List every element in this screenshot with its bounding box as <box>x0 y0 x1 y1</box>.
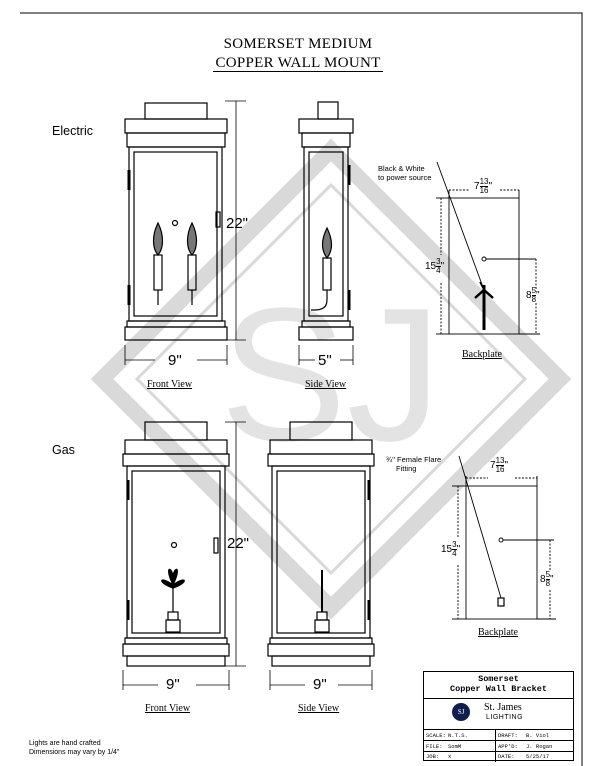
electric-front-view <box>124 102 228 341</box>
electric-bp-mount-den: 8 <box>531 295 537 304</box>
job-value: x <box>448 753 452 760</box>
gas-bp-width-den: 16 <box>495 465 505 474</box>
electric-bp-width-whole: 7 <box>474 181 480 193</box>
gas-bp-width-whole: 7 <box>490 460 496 472</box>
electric-bp-mount-num: 5 <box>531 286 537 296</box>
gas-bp-mount-num: 5 <box>545 570 551 580</box>
scale-label: SCALE: <box>426 732 446 739</box>
sheet-title-line1: SOMERSET MEDIUM <box>223 36 373 52</box>
gas-backplate-caption: Backplate <box>478 627 518 638</box>
electric-front-caption: Front View <box>147 379 193 390</box>
sheet-border <box>20 12 583 766</box>
draft-value: B. Viol <box>526 732 550 739</box>
gas-bp-height-num: 3 <box>452 540 457 550</box>
electric-front-width-dim: 9" <box>168 352 182 369</box>
job-label: JOB: <box>426 753 440 760</box>
gas-bp-mount-whole: 8 <box>540 574 546 586</box>
file-label: FILE: <box>426 743 443 750</box>
footer-note-line2: Dimensions may vary by 1/4" <box>29 749 120 756</box>
gas-front-width-dim: 9" <box>166 676 180 693</box>
gas-bp-height-whole: 15 <box>441 544 453 556</box>
title-block-name-line1: Somerset <box>478 674 519 684</box>
electric-backplate-caption: Backplate <box>462 349 502 360</box>
title-block: Somerset Copper Wall Bracket SJ St. Jame… <box>423 671 574 762</box>
electric-side-view <box>298 101 354 341</box>
electric-wire-note: Black & White to power source <box>378 164 431 182</box>
gas-bp-height-den: 4 <box>452 549 457 558</box>
date-label: DATE: <box>498 753 515 760</box>
footer-note: Lights are hand crafted Dimensions may v… <box>29 739 119 757</box>
appd-label: APP'D: <box>498 743 518 750</box>
svg-text:SJ: SJ <box>220 269 442 481</box>
electric-bp-width-num: 13 <box>479 177 489 187</box>
sheet-title-line2: COPPER WALL MOUNT <box>0 55 596 72</box>
gas-bp-height-unit: " <box>456 544 461 556</box>
electric-front-dims <box>124 100 246 365</box>
gas-bp-mount-unit: " <box>550 574 554 586</box>
gas-side-width-dim: 9" <box>313 676 327 693</box>
gas-front-view <box>122 421 230 667</box>
gas-fitting-note-line2: Fitting <box>396 464 417 473</box>
title-block-name-line2: Copper Wall Bracket <box>450 684 547 694</box>
gas-bp-width-num: 13 <box>495 456 505 466</box>
electric-side-caption: Side View <box>305 379 347 390</box>
electric-side-dims <box>298 345 354 365</box>
title-block-name: Somerset Copper Wall Bracket <box>424 674 573 694</box>
company-name: St. James <box>484 702 522 713</box>
electric-side-width-dim: 5" <box>318 352 332 369</box>
appd-value: J. Rogan <box>526 743 553 750</box>
electric-bp-height-den: 4 <box>436 266 441 275</box>
gas-fitting-note-line1: ¾" Female Flare <box>386 455 442 464</box>
gas-side-view <box>267 421 375 667</box>
gas-fitting-note: ¾" Female Flare Fitting <box>386 455 441 473</box>
sheet-title-line2-text: COPPER WALL MOUNT <box>213 55 383 72</box>
scale-value: N.T.S. <box>448 732 468 739</box>
section-label-gas: Gas <box>52 443 75 457</box>
gas-front-caption: Front View <box>145 703 191 714</box>
electric-bp-width-den: 16 <box>479 186 489 195</box>
electric-bp-height-unit: " <box>440 261 445 273</box>
gas-backplate <box>452 455 556 620</box>
electric-wire-note-line1: Black & White <box>378 164 425 173</box>
file-value: SomM <box>448 743 462 750</box>
electric-backplate <box>436 161 540 335</box>
gas-side-dims <box>269 670 373 690</box>
electric-bp-width-unit: " <box>488 181 493 193</box>
gas-side-caption: Side View <box>298 703 340 714</box>
date-value: 5/25/17 <box>526 753 550 760</box>
gas-bp-mount-den: 8 <box>545 579 551 588</box>
electric-bp-mount-whole: 8 <box>526 290 532 302</box>
draft-label: DRAFT: <box>498 732 518 739</box>
electric-bp-height-whole: 15 <box>425 261 437 273</box>
electric-height-dim: 22" <box>226 215 249 232</box>
section-label-electric: Electric <box>52 124 93 138</box>
gas-bp-width-unit: " <box>504 460 509 472</box>
company-subname: LIGHTING <box>486 714 524 721</box>
electric-bp-height-num: 3 <box>436 257 441 267</box>
gas-height-dim: 22" <box>227 535 250 552</box>
electric-wire-note-line2: to power source <box>378 173 432 182</box>
footer-note-line1: Lights are hand crafted <box>29 740 101 747</box>
gas-front-dims <box>122 421 246 690</box>
company-logo-icon: SJ <box>452 703 470 721</box>
electric-bp-mount-unit: " <box>536 290 540 302</box>
